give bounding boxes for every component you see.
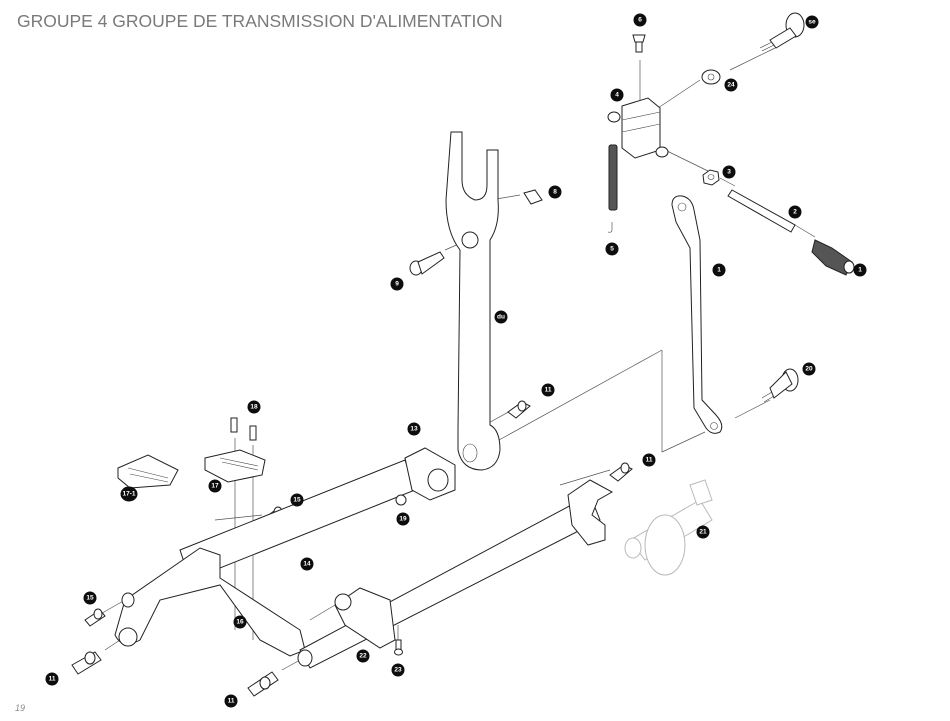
callout-11a: 11 — [541, 383, 555, 397]
part-screw-6 — [632, 34, 646, 53]
part-screw-11a — [507, 400, 531, 419]
part-fork-lever — [445, 131, 501, 471]
part-shaft-22 — [297, 479, 614, 669]
page-title: GROUPE 4 GROUPE DE TRANSMISSION D'ALIMEN… — [17, 11, 503, 31]
part-screw-18 — [230, 417, 257, 441]
part-spring — [607, 144, 618, 233]
callout-22: 22 — [356, 649, 370, 663]
callout-15a: 15 — [290, 493, 304, 507]
part-stud — [727, 189, 796, 233]
callout-17: 17 — [208, 479, 222, 493]
part-square-nut — [523, 189, 543, 205]
page-number: 19 — [15, 703, 26, 713]
callout-11b: 11 — [642, 453, 656, 467]
part-link-rod — [671, 195, 723, 434]
part-assembly-21 — [624, 479, 713, 576]
callout-14: 14 — [300, 557, 314, 571]
part-screw-23 — [394, 639, 403, 656]
callout-11d: 11 — [224, 694, 238, 708]
callout-13: 13 — [407, 422, 421, 436]
callout-6: 6 — [633, 13, 647, 27]
callout-23: 23 — [391, 663, 405, 677]
part-nut — [702, 169, 720, 186]
part-shaft-13 — [179, 447, 456, 581]
part-screw-11c — [71, 651, 102, 675]
part-nut-19 — [395, 494, 407, 506]
callout-12: 1 — [712, 263, 726, 277]
callout-20: 20 — [802, 362, 816, 376]
callout-19: 19 — [396, 512, 410, 526]
callout-3: 3 — [722, 165, 736, 179]
part-screw-15b — [84, 608, 106, 627]
part-screw-11b — [609, 462, 633, 482]
callout-17-1: 17-1 — [120, 486, 138, 502]
callout-11c: 11 — [45, 672, 59, 686]
part-shoulder-screw — [759, 12, 805, 52]
part-frame-16 — [114, 547, 306, 657]
callout-8: 8 — [548, 185, 562, 199]
callout-9: 9 — [390, 277, 404, 291]
part-block-4 — [607, 97, 669, 159]
callout-1: 1 — [853, 263, 867, 277]
callout-7: se — [805, 15, 819, 29]
callout-15b: 15 — [83, 591, 97, 605]
part-screw-11d — [247, 671, 279, 697]
callout-5: 5 — [605, 242, 619, 256]
part-shoulder-screw-20 — [761, 368, 799, 403]
callout-24: 24 — [724, 78, 738, 92]
part-washer — [701, 69, 721, 85]
callout-10: du — [494, 310, 508, 324]
part-feed-dog-17-1 — [117, 454, 179, 489]
callout-18: 18 — [247, 400, 261, 414]
callout-4: 4 — [610, 88, 624, 102]
callout-16: 16 — [233, 615, 247, 629]
callout-21: 21 — [696, 525, 710, 539]
part-feed-dog-17 — [204, 449, 266, 483]
part-knurled-nut — [811, 239, 855, 276]
part-screw-9 — [409, 251, 445, 276]
callout-2: 2 — [788, 205, 802, 219]
